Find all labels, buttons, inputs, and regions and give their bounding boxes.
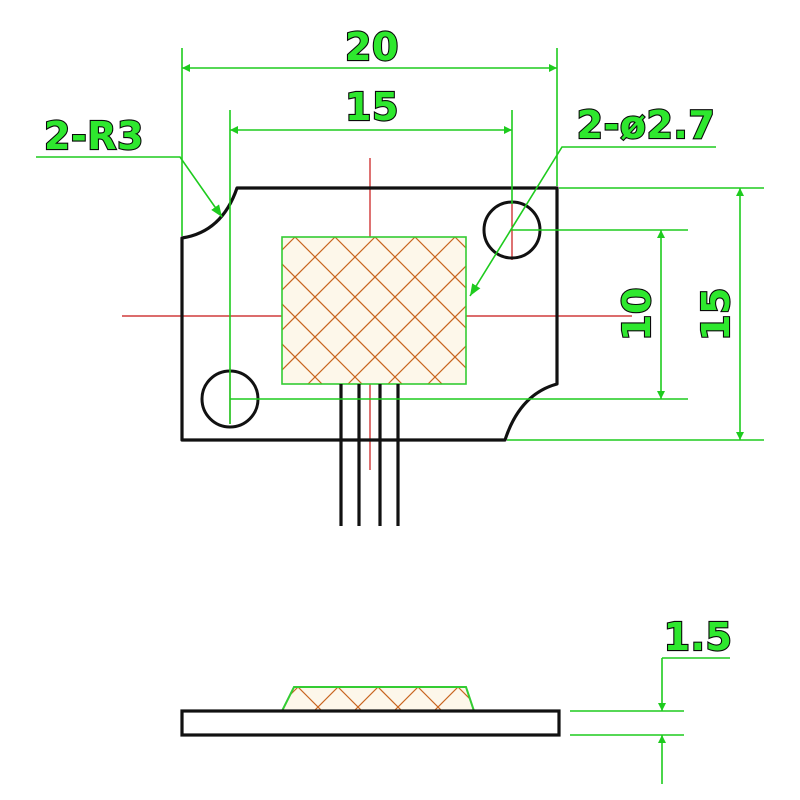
side-board (180, 709, 561, 737)
dimension-lines (36, 48, 764, 441)
hatch-line (393, 687, 419, 711)
hatch-line (282, 343, 323, 384)
hatch-line (282, 237, 336, 291)
hatch-line (374, 237, 466, 329)
hatch-line (498, 687, 522, 711)
hatch-line (68, 237, 215, 384)
hatch-line (282, 237, 296, 251)
hatch-line (387, 305, 466, 384)
hatch-line (334, 237, 466, 369)
hatch-line (282, 237, 376, 331)
label-hole-spacing: 15 (345, 85, 399, 129)
hatch-line (313, 687, 339, 711)
hatch-line (282, 687, 283, 711)
hatch-line (454, 237, 466, 249)
label-corner-radius: 2-R3 (44, 114, 144, 158)
hatch-line (353, 687, 379, 711)
hatch-line (0, 237, 135, 384)
hatch-line (234, 687, 258, 711)
hatch-line (347, 265, 466, 384)
hatch-line (414, 237, 466, 289)
board-outline (180, 186, 559, 442)
hatch-line (433, 687, 459, 711)
hatch-line (427, 345, 466, 384)
side-sensor-outline (281, 686, 475, 712)
hatch-line (282, 383, 283, 384)
hatch-line (294, 237, 443, 384)
label-hole-vertical-spacing: 10 (615, 287, 659, 341)
label-overall-height: 15 (694, 287, 738, 341)
pins (339, 384, 400, 526)
hatch-line (282, 303, 363, 384)
hatch-line (282, 237, 416, 371)
leader-hole-diameter (469, 146, 716, 297)
hatch-line (282, 263, 403, 384)
sensor-area (0, 236, 467, 385)
hatch-line (307, 237, 456, 384)
hatch-line (28, 237, 175, 384)
label-thickness: 1.5 (664, 615, 733, 659)
leader-r3 (36, 156, 223, 218)
label-overall-width: 20 (345, 25, 399, 69)
side-view: 1.5 (180, 614, 733, 784)
label-hole-diameter: 2-ø2.7 (577, 103, 716, 147)
side-sensor-layer (282, 687, 474, 711)
hatch-line (473, 687, 474, 711)
